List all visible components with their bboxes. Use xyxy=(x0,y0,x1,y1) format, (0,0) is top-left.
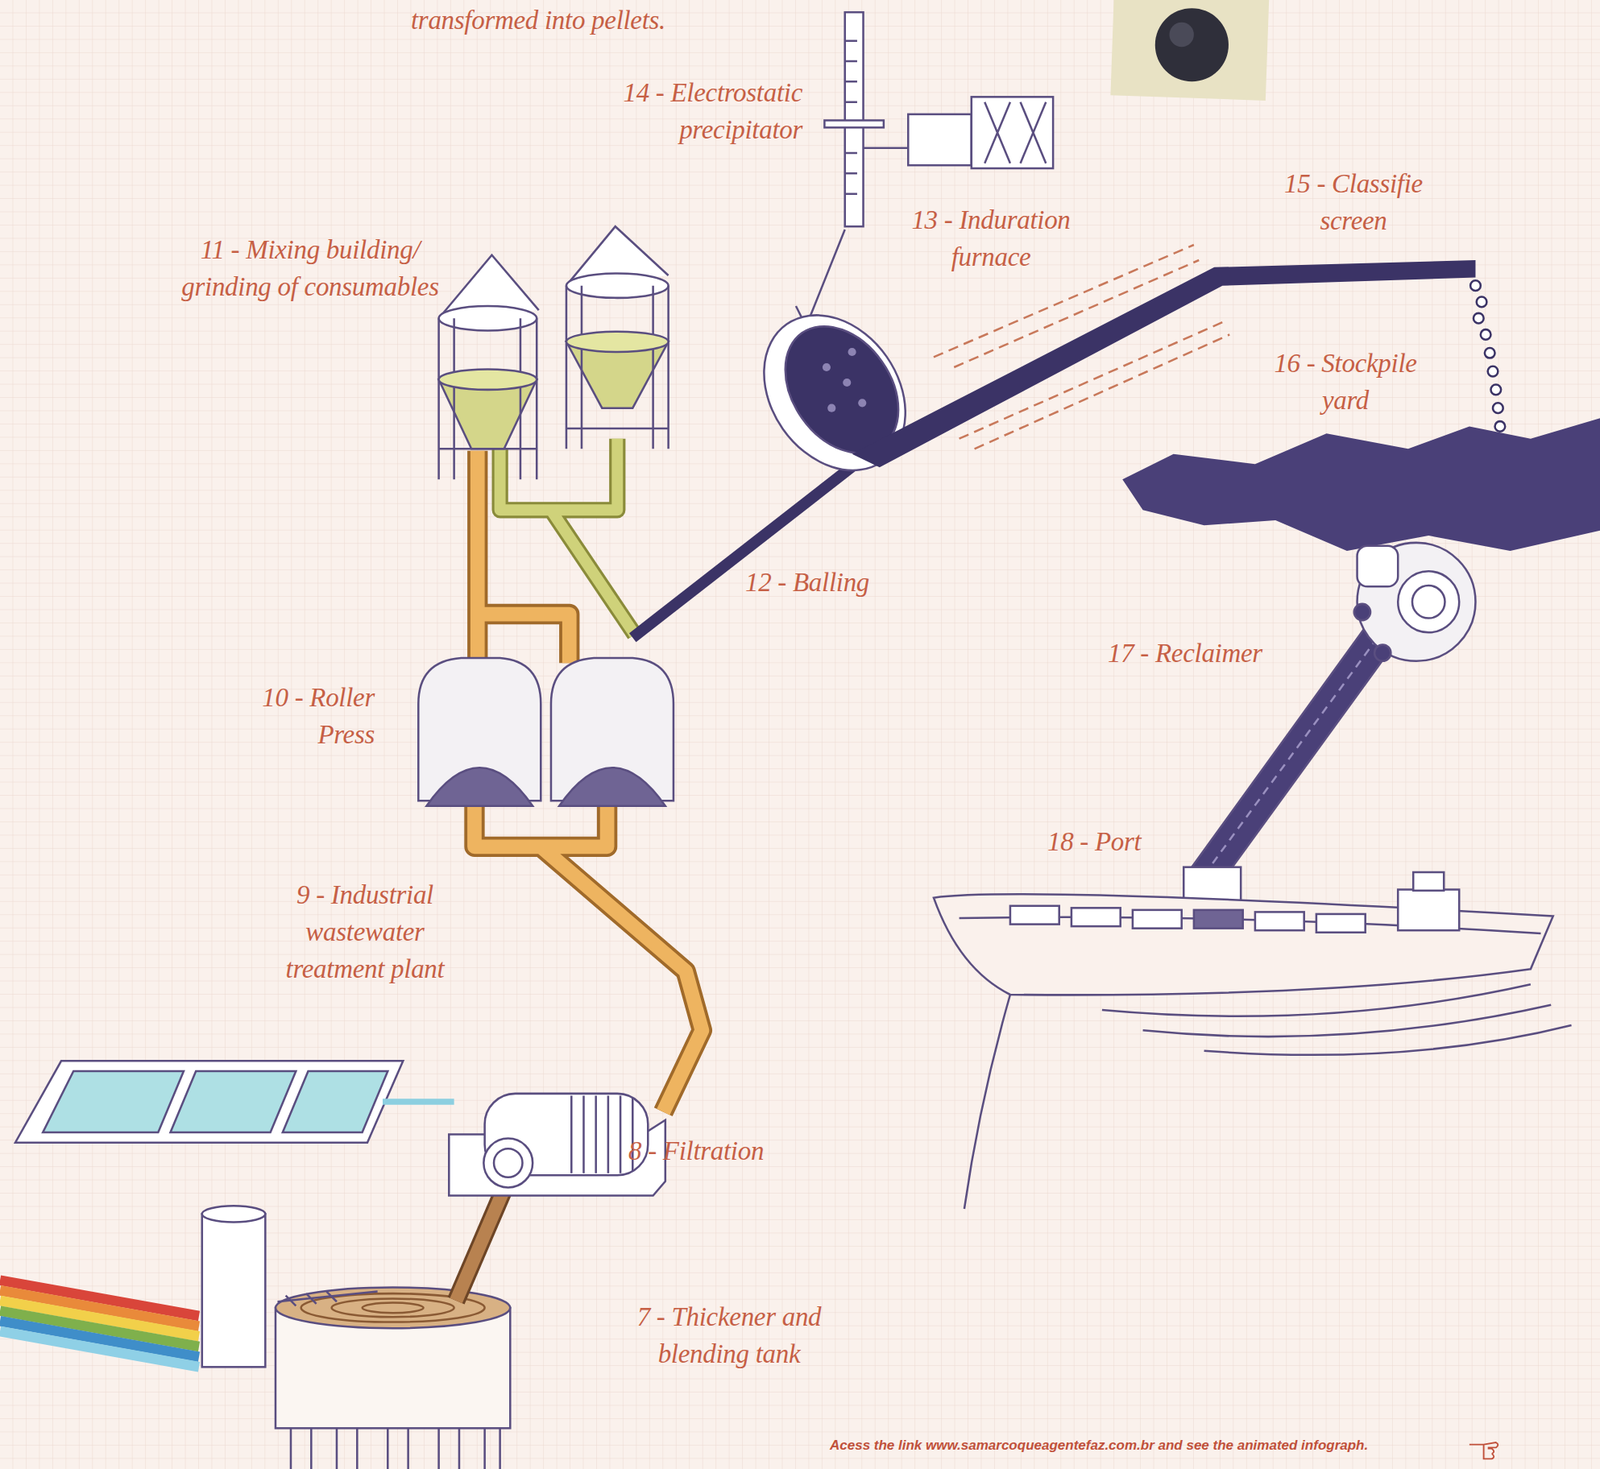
callout-label: 10 - Roller Press xyxy=(225,679,375,754)
balling-disc-part xyxy=(848,348,857,357)
ship-part xyxy=(1010,906,1060,925)
thickener-tank-part xyxy=(362,1303,424,1314)
mixing-silos-part xyxy=(566,331,669,353)
reclaimer-part xyxy=(1357,546,1399,588)
ship-part xyxy=(1071,907,1121,927)
reclaimer xyxy=(1183,543,1476,908)
ship-part xyxy=(1132,910,1182,929)
reclaimer-part xyxy=(1357,543,1476,662)
roller-press-part xyxy=(426,767,533,807)
ore-pipeline-stripes xyxy=(0,1280,199,1368)
ship-part xyxy=(964,994,1011,1210)
mixing-silos-part xyxy=(439,318,538,480)
thickener-tank-part xyxy=(290,1428,501,1469)
additive-pipes-part xyxy=(632,461,859,639)
electrostatic-precipitator-part xyxy=(845,41,914,195)
callout-label: 9 - Industrial wastewater treatment plan… xyxy=(256,876,474,988)
callout-label: 14 - Electrostatic precipitator xyxy=(555,74,803,149)
ship-part xyxy=(1397,890,1460,932)
callout-label: 7 - Thickener and blending tank xyxy=(612,1298,846,1373)
pellet-photo-part xyxy=(1169,22,1194,47)
pellet-photo-part xyxy=(1110,0,1269,101)
reclaimer-part xyxy=(1354,604,1371,621)
balling-disc-part xyxy=(795,229,846,327)
mixing-silos-part xyxy=(566,286,669,450)
falling-pellets-part xyxy=(1480,329,1492,340)
callout-label: 15 - Classifie screen xyxy=(1252,165,1455,240)
electrostatic-precipitator-part xyxy=(907,114,972,166)
mixing-silos-part xyxy=(439,369,538,390)
settling-ponds-part xyxy=(15,1061,403,1143)
ship-part xyxy=(1255,911,1305,931)
balling-disc-part xyxy=(858,398,867,407)
falling-pellets-part xyxy=(1490,385,1501,396)
settling-ponds-part xyxy=(282,1071,388,1133)
callout-label: 18 - Port xyxy=(1047,823,1209,861)
falling-pellets-part xyxy=(1492,402,1504,414)
filtration-drum-part xyxy=(483,1139,533,1189)
callout-label: 16 - Stockpile yard xyxy=(1248,344,1443,419)
ship-part xyxy=(1193,910,1244,929)
filtration-drum-part xyxy=(571,1095,633,1174)
callout-label: 12 - Balling xyxy=(745,563,923,602)
mixing-silos xyxy=(439,226,669,480)
falling-pellets-part xyxy=(1476,297,1488,308)
falling-pellets-part xyxy=(1473,313,1484,324)
falling-pellets-part xyxy=(1484,348,1496,359)
pellet-photo-part xyxy=(1155,8,1229,82)
balling-disc xyxy=(734,229,935,498)
roller-press xyxy=(418,658,674,807)
ship-part xyxy=(1413,872,1444,892)
reclaimer-part xyxy=(1374,645,1391,662)
settling-ponds-part xyxy=(42,1071,184,1133)
callout-label: 8 - Filtration xyxy=(628,1132,830,1170)
induration-conveyor-part xyxy=(852,260,1476,468)
settling-ponds-part xyxy=(170,1071,297,1133)
stockpile xyxy=(1122,418,1600,552)
reclaimer-part xyxy=(1412,585,1446,619)
filtration-drum-part xyxy=(493,1148,523,1178)
electrostatic-precipitator-part xyxy=(984,102,1046,164)
thickener-tank-part xyxy=(202,1206,266,1223)
callout-label: 11 - Mixing building/ grinding of consum… xyxy=(181,231,440,306)
falling-pellets xyxy=(1470,280,1505,432)
falling-pellets-part xyxy=(1470,280,1481,291)
electrostatic-precipitator-part xyxy=(971,96,1053,169)
reclaimer-part xyxy=(1206,638,1378,873)
additive-pipes xyxy=(500,439,860,639)
pointing-hand-icon-part xyxy=(1469,1442,1498,1460)
settling-ponds-part xyxy=(382,1098,455,1106)
electrostatic-precipitator xyxy=(824,12,1053,227)
ore-pipeline-stripes-part xyxy=(0,1331,199,1368)
ship-part xyxy=(1316,914,1366,933)
balling-disc-part xyxy=(827,404,836,413)
electrostatic-precipitator-part xyxy=(824,120,883,128)
thickener-tank-part xyxy=(331,1298,455,1318)
settling-ponds xyxy=(15,1061,455,1143)
pointing-hand-icon xyxy=(1469,1442,1498,1460)
pellet-photo xyxy=(1110,0,1269,101)
roller-press-part xyxy=(559,767,666,807)
footer-note: Acess the link www.samarcoqueagentefaz.c… xyxy=(829,1437,1368,1455)
reclaimer-part xyxy=(1397,571,1460,633)
induration-conveyor xyxy=(852,244,1476,468)
thickener-tank-part xyxy=(275,1288,510,1330)
callout-label: transformed into pellets. xyxy=(410,1,814,39)
falling-pellets-part xyxy=(1495,421,1506,432)
falling-pellets-part xyxy=(1488,366,1499,378)
ship xyxy=(933,872,1572,1210)
balling-disc-part xyxy=(734,288,935,498)
stockpile-part xyxy=(1122,418,1600,552)
thickener-tank xyxy=(202,1206,511,1469)
thickener-tank-part xyxy=(202,1214,266,1368)
balling-disc-part xyxy=(842,378,851,387)
thickener-tank-part xyxy=(277,1292,378,1307)
callout-label: 13 - Induration furnace xyxy=(886,201,1096,276)
induration-conveyor-part xyxy=(959,321,1231,449)
ship-part xyxy=(1102,984,1572,1056)
callout-label: 17 - Reclaimer xyxy=(1107,634,1318,672)
balling-disc-part xyxy=(822,363,831,372)
